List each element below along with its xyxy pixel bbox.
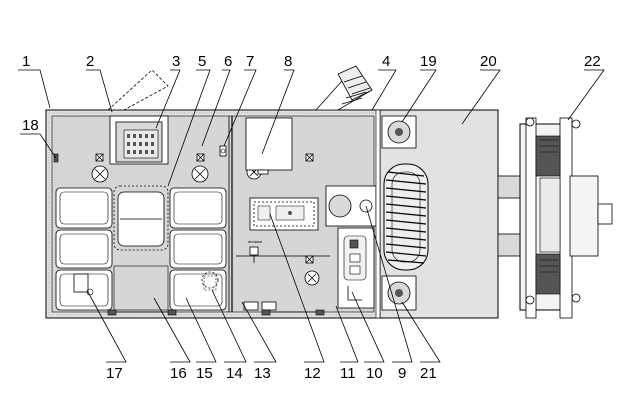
fixture-label: drезвая bbox=[248, 239, 262, 244]
blower-bottom bbox=[381, 275, 417, 311]
callout-5: 5 bbox=[198, 53, 206, 70]
rack-unit bbox=[109, 115, 169, 165]
wall-device bbox=[219, 145, 227, 157]
callout-12: 12 bbox=[304, 365, 321, 382]
callouts-top: 1 2 3 5 6 7 8 4 19 20 22 18 bbox=[22, 53, 601, 134]
callout-19: 19 bbox=[420, 53, 437, 70]
callout-15: 15 bbox=[196, 365, 213, 382]
callout-18: 18 bbox=[22, 117, 39, 134]
door-hinges bbox=[107, 309, 325, 316]
callout-20: 20 bbox=[480, 53, 497, 70]
callout-22: 22 bbox=[584, 53, 601, 70]
desk bbox=[245, 117, 293, 175]
roof-hatch-left bbox=[106, 69, 169, 111]
callout-9: 9 bbox=[398, 365, 406, 382]
floor-fixtures bbox=[236, 255, 330, 311]
callout-13: 13 bbox=[254, 365, 271, 382]
callout-6: 6 bbox=[224, 53, 232, 70]
equipment-bench bbox=[249, 197, 319, 231]
callout-2: 2 bbox=[86, 53, 94, 70]
callout-10: 10 bbox=[366, 365, 383, 382]
roof-hatch-right bbox=[315, 65, 373, 111]
callout-3: 3 bbox=[172, 53, 180, 70]
central-table bbox=[113, 185, 169, 311]
seat-device-left bbox=[73, 273, 94, 296]
callout-21: 21 bbox=[420, 365, 437, 382]
blower-top bbox=[381, 115, 417, 149]
callout-14: 14 bbox=[226, 365, 243, 382]
spare-tire bbox=[383, 163, 429, 271]
control-column bbox=[337, 227, 375, 309]
rear-mechanism bbox=[497, 117, 613, 319]
callout-1: 1 bbox=[22, 53, 30, 70]
callout-16: 16 bbox=[170, 365, 187, 382]
seats-right bbox=[169, 187, 227, 311]
callout-11: 11 bbox=[340, 365, 356, 382]
callout-8: 8 bbox=[284, 53, 292, 70]
leader-lines bbox=[18, 69, 605, 363]
callout-7: 7 bbox=[246, 53, 254, 70]
seat-device-right bbox=[201, 271, 219, 291]
sink-block bbox=[325, 185, 377, 227]
callout-17: 17 bbox=[106, 365, 123, 382]
callout-4: 4 bbox=[382, 53, 390, 70]
callouts-bottom: 17 16 15 14 13 12 11 10 9 21 bbox=[106, 365, 437, 382]
